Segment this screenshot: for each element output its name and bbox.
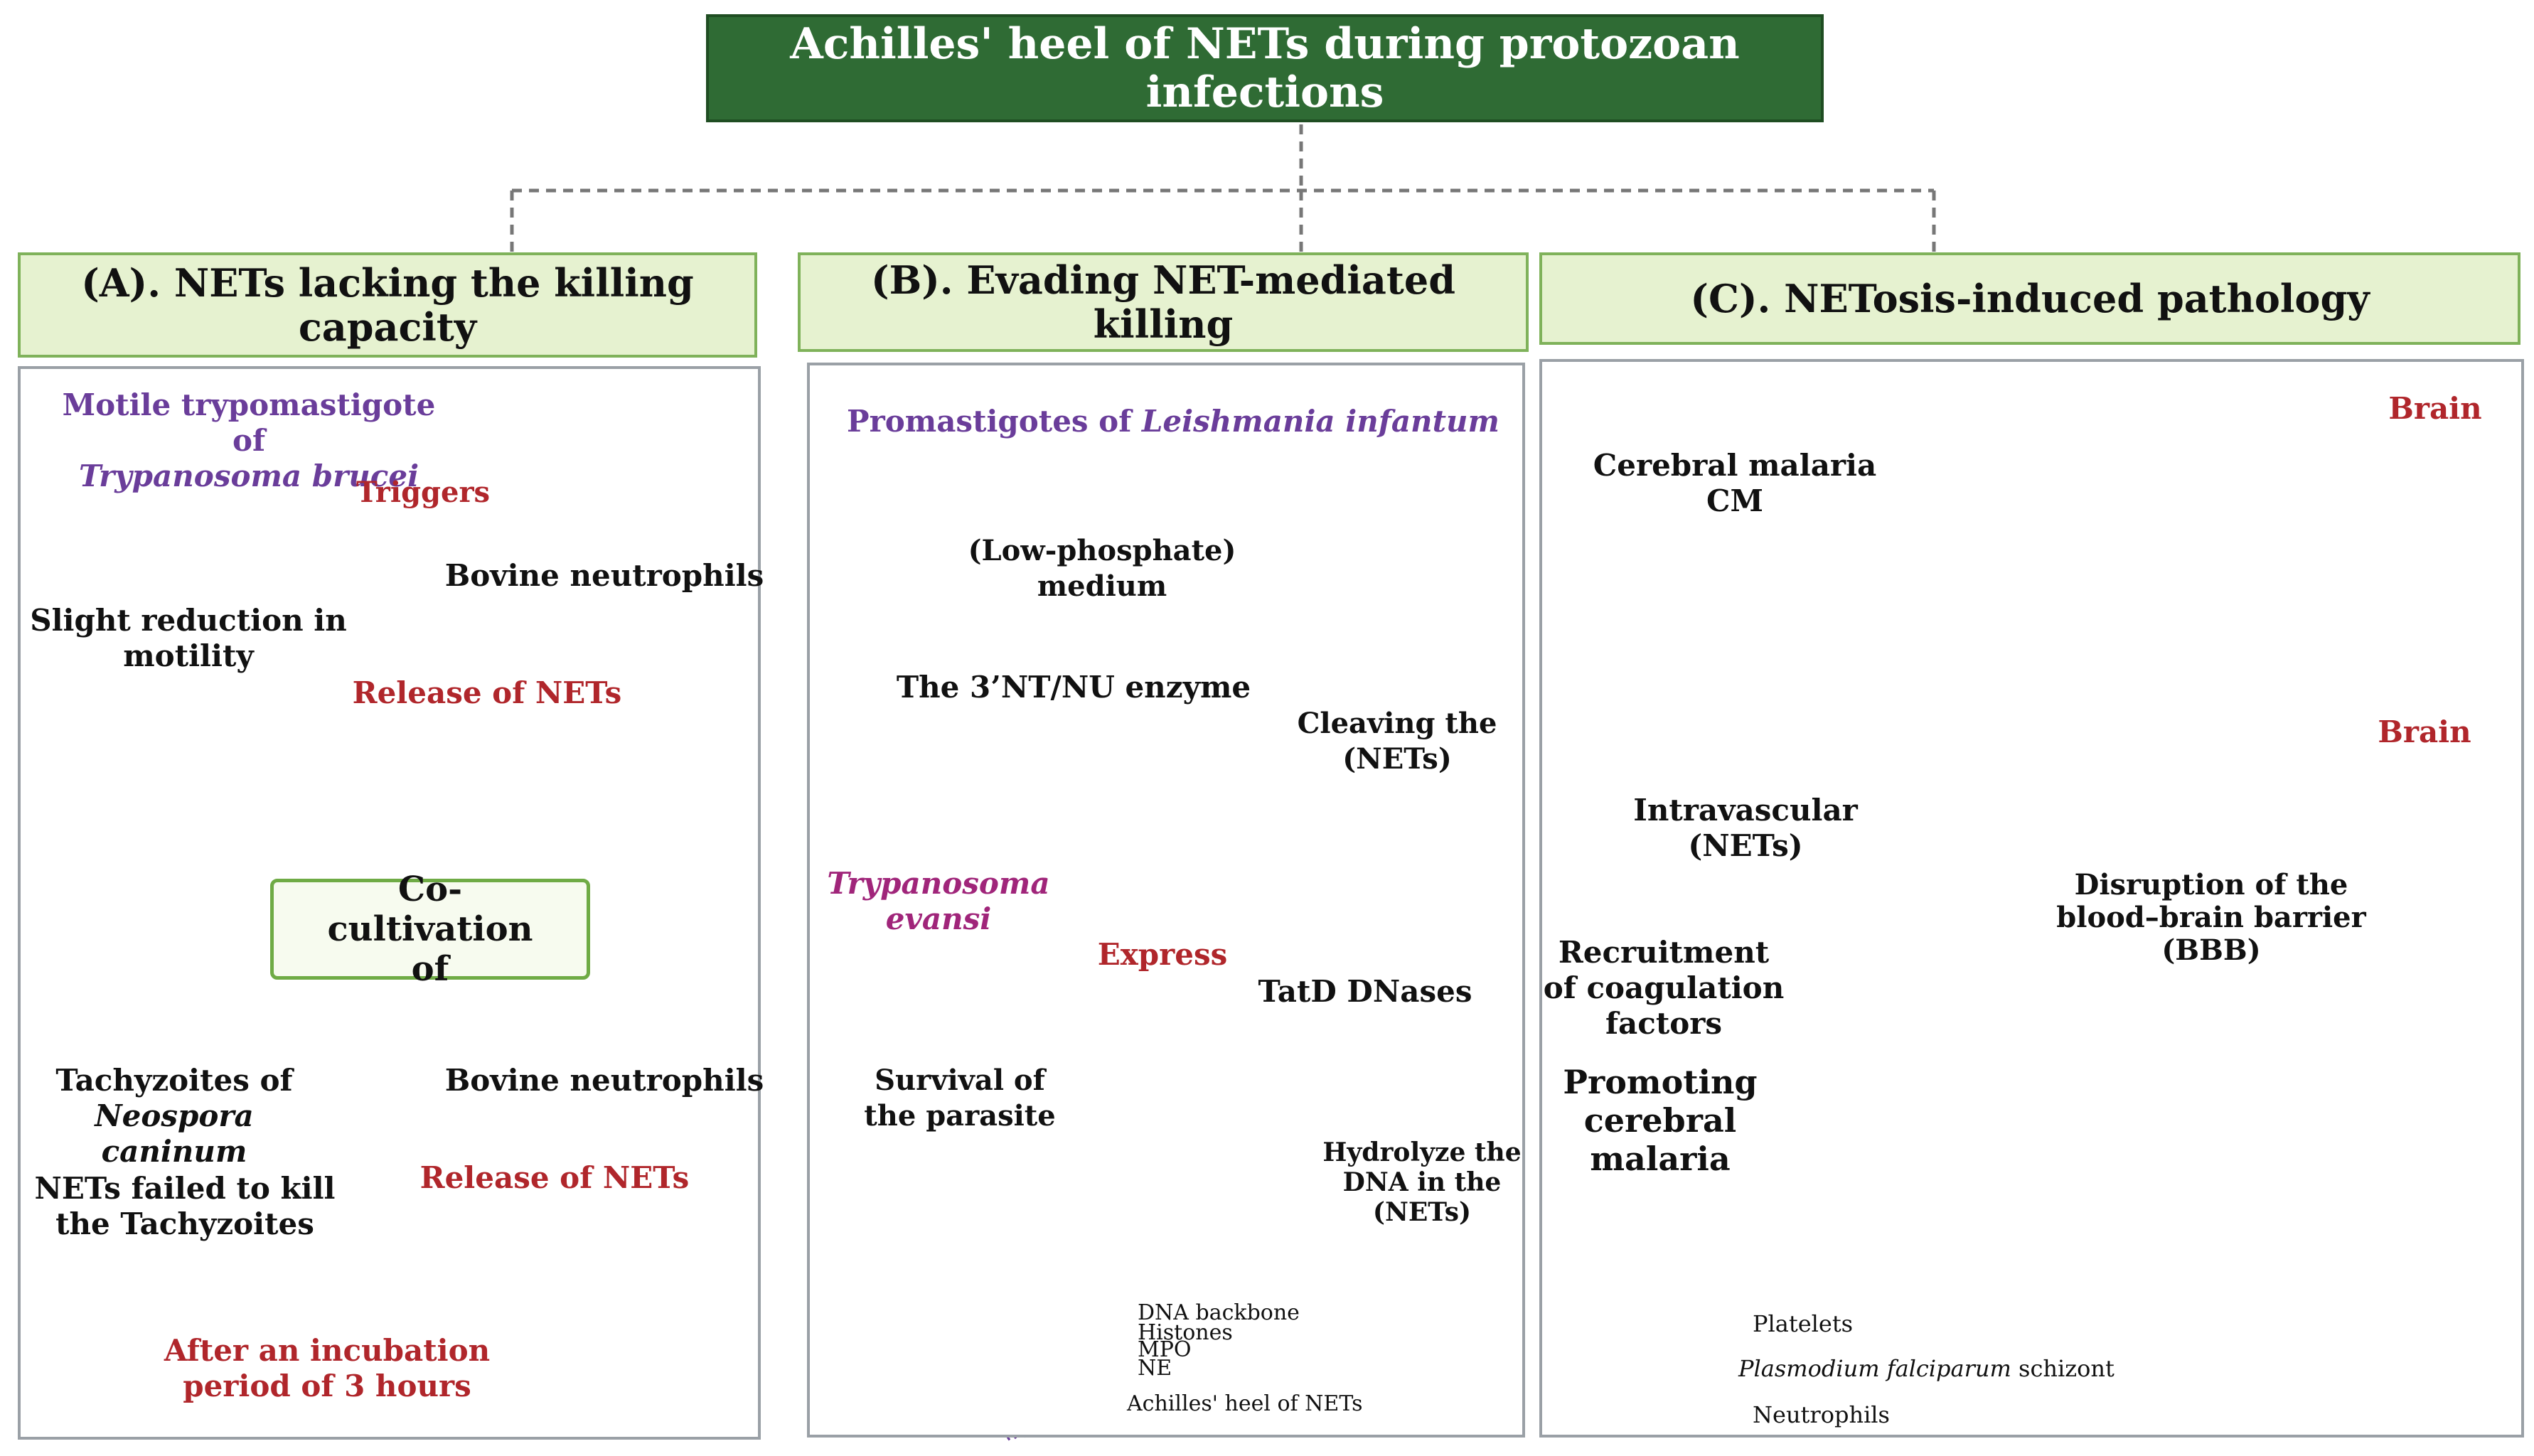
legend-histones: Histones	[1138, 1320, 1233, 1345]
recruitment-label: Recruitment of coagulation factors	[1543, 935, 1785, 1041]
panel-a-frame	[18, 366, 761, 1440]
enzyme-label: The 3’NT/NU enzyme	[896, 670, 1251, 705]
panel-b-heading: (B). Evading NET-mediated killing	[798, 252, 1529, 352]
triggers-label: Triggers	[355, 476, 491, 509]
express-label: Express	[1097, 937, 1228, 972]
survival-label: Survival of the parasite	[864, 1064, 1056, 1133]
bovine-neutrophils-label-2: Bovine neutrophils	[444, 1063, 764, 1098]
panel-c-heading: (C). NETosis-induced pathology	[1539, 252, 2520, 345]
release-nets-label: Release of NETs	[352, 675, 622, 710]
legend-neutrophils: Neutrophils	[1753, 1401, 1890, 1428]
slight-reduction-label: Slight reduction in motility	[30, 603, 347, 673]
tatd-label: TatD DNases	[1258, 974, 1472, 1009]
release-nets-label-2: Release of NETs	[419, 1160, 690, 1195]
promastigotes-label: Promastigotes of Leishmania infantum	[847, 404, 1499, 439]
hydrolyze-label: Hydrolyze the DNA in the (NETs)	[1322, 1138, 1522, 1227]
legend-mpo: MPO	[1138, 1337, 1192, 1362]
legend-dna-backbone: DNA backbone	[1138, 1300, 1300, 1325]
cleaving-label: Cleaving the (NETs)	[1297, 707, 1497, 776]
promoting-label: Promoting cerebral malaria	[1563, 1063, 1758, 1178]
intravascular-label: Intravascular (NETs)	[1633, 793, 1858, 863]
legend-platelets: Platelets	[1753, 1310, 1854, 1337]
medium-label: (Low-phosphate) medium	[968, 534, 1236, 603]
disruption-label: Disruption of the blood–brain barrier (B…	[2056, 868, 2366, 967]
cerebral-malaria-label: Cerebral malaria CM	[1593, 448, 1877, 518]
panel-b-frame	[807, 363, 1525, 1438]
nets-failed-label: NETs failed to kill the Tachyzoites	[34, 1171, 336, 1241]
incubation-label: After an incubation period of 3 hours	[164, 1333, 491, 1403]
legend-ne: NE	[1138, 1356, 1172, 1381]
page-title: Achilles' heel of NETs during protozoan …	[706, 14, 1824, 122]
panel-a-heading: (A). NETs lacking the killing capacity	[18, 252, 757, 358]
brain-label-bottom: Brain	[2378, 714, 2471, 749]
cocultivation-box: Co-cultivation of	[270, 869, 590, 989]
panel-c-frame	[1539, 359, 2524, 1438]
legend-achilles: Achilles' heel of NETs	[1127, 1391, 1363, 1416]
bovine-neutrophils-label: Bovine neutrophils	[444, 558, 764, 593]
brain-label-top: Brain	[2388, 391, 2482, 426]
legend-schizont: Plasmodium falciparum schizont	[1738, 1355, 2115, 1382]
